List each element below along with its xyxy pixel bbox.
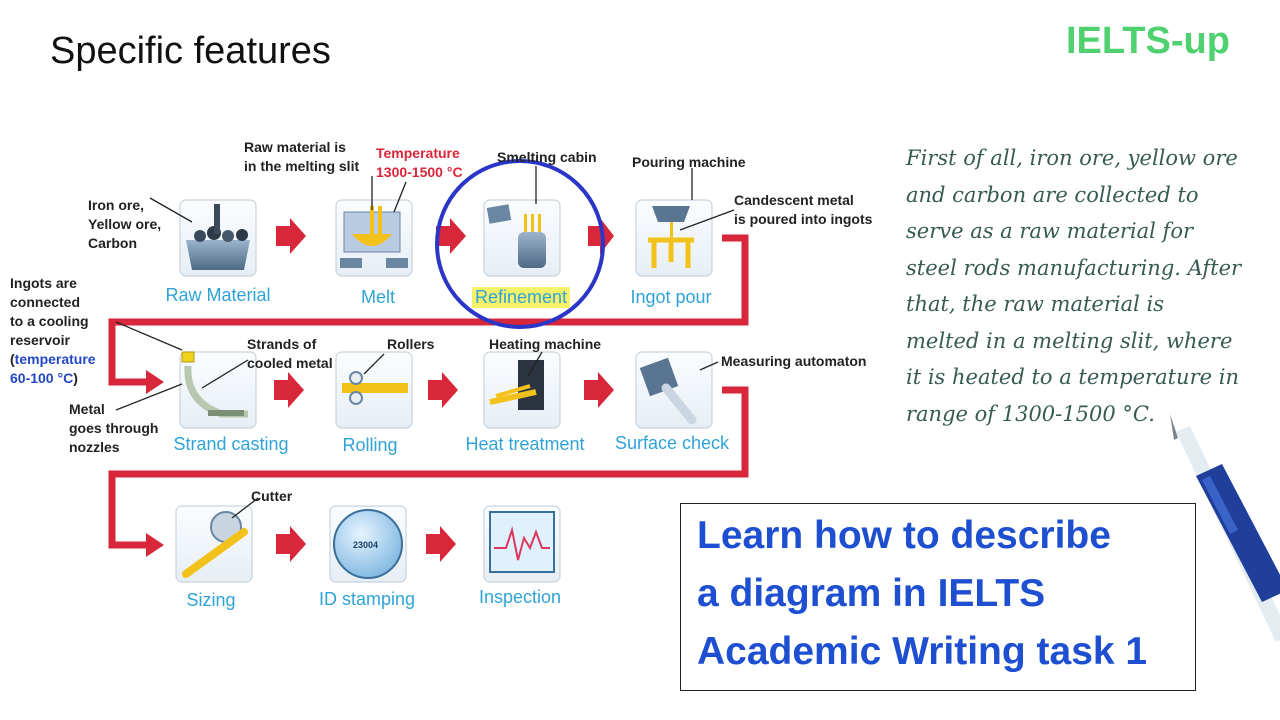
anno-ingots-connected: Ingots are connected to a cooling reserv…	[10, 275, 96, 386]
leader-lines	[115, 166, 735, 519]
connector-row1-row2	[108, 234, 749, 386]
rollers-icon	[342, 371, 408, 405]
stage-label-heat-treatment: Heat treatment	[465, 434, 585, 454]
anno-candescent: Candescent metal is poured into ingots	[734, 192, 873, 227]
stage-label-raw-material: Raw Material	[165, 285, 271, 305]
handwritten-note: First of all, iron ore, yellow ore and c…	[906, 146, 1242, 426]
flow-arrow	[426, 526, 456, 562]
anno-rollers: Rollers	[387, 336, 435, 352]
flow-arrowheads	[146, 218, 614, 562]
stage-label-strand-casting: Strand casting	[173, 434, 289, 454]
anno-iron-ore: Iron ore, Yellow ore, Carbon	[88, 197, 162, 251]
stage-label-rolling: Rolling	[342, 435, 398, 455]
flow-arrow	[584, 372, 614, 408]
stage-label-ingot-pour: Ingot pour	[630, 287, 712, 307]
anno-measuring: Measuring automaton	[721, 353, 867, 369]
refinement-highlight-circle	[435, 159, 605, 329]
connector-row2-row3	[108, 386, 749, 549]
arrow-connector-row2-head	[146, 370, 164, 394]
anno-raw-in-slit: Raw material is in the melting slit	[244, 139, 360, 174]
stage-label-id-stamping: ID stamping	[318, 589, 416, 609]
flow-arrow	[276, 526, 306, 562]
inspection-monitor-icon	[489, 511, 555, 573]
ore-bin-icon	[186, 204, 250, 270]
pouring-machine-icon	[648, 206, 694, 268]
flow-arrow	[428, 372, 458, 408]
flow-arrow	[276, 218, 306, 254]
stage-label-inspection: Inspection	[478, 587, 562, 607]
anno-heating-machine: Heating machine	[489, 336, 602, 352]
slide-title: Specific features	[50, 30, 331, 72]
stage-label-melt: Melt	[360, 287, 396, 307]
stage-label-sizing: Sizing	[186, 590, 236, 610]
cutter-icon	[182, 511, 248, 578]
cta-line: Academic Writing task 1	[697, 630, 1148, 673]
tile-strand-casting	[179, 351, 257, 429]
pen-icon	[1170, 414, 1280, 642]
smelting-cabin-icon	[486, 204, 546, 268]
cta-line: Learn how to describe	[697, 514, 1111, 557]
melting-slit-icon	[340, 206, 408, 268]
stamp-number: 23004	[353, 540, 379, 550]
id-stamp-disc-icon	[333, 509, 403, 579]
anno-temperature-melt: Temperature 1300-1500 °C	[376, 145, 463, 180]
tile-surface-check	[635, 351, 713, 429]
arrow-connector-row3-head	[146, 533, 164, 557]
flow-arrow	[274, 372, 304, 408]
cta-line: a diagram in IELTS	[697, 572, 1046, 615]
flow-connectors	[108, 234, 749, 549]
anno-cutter: Cutter	[251, 488, 293, 504]
stage-label-refinement: Refinement	[471, 287, 571, 308]
anno-pouring-machine: Pouring machine	[632, 154, 746, 170]
brand-logo: IELTS-up	[1066, 20, 1230, 62]
stage-label-surface-check: Surface check	[614, 433, 730, 453]
anno-strands: Strands of cooled metal	[247, 336, 333, 371]
strand-casting-icon	[181, 351, 248, 418]
flow-arrow	[436, 218, 466, 254]
cta-box: Learn how to describe a diagram in IELTS…	[680, 503, 1196, 691]
anno-metal-nozzles: Metal goes through nozzles	[69, 401, 159, 455]
heating-machine-icon	[489, 360, 544, 410]
anno-smelting-cabin: Smelting cabin	[497, 149, 597, 165]
measuring-automaton-icon	[639, 357, 697, 425]
